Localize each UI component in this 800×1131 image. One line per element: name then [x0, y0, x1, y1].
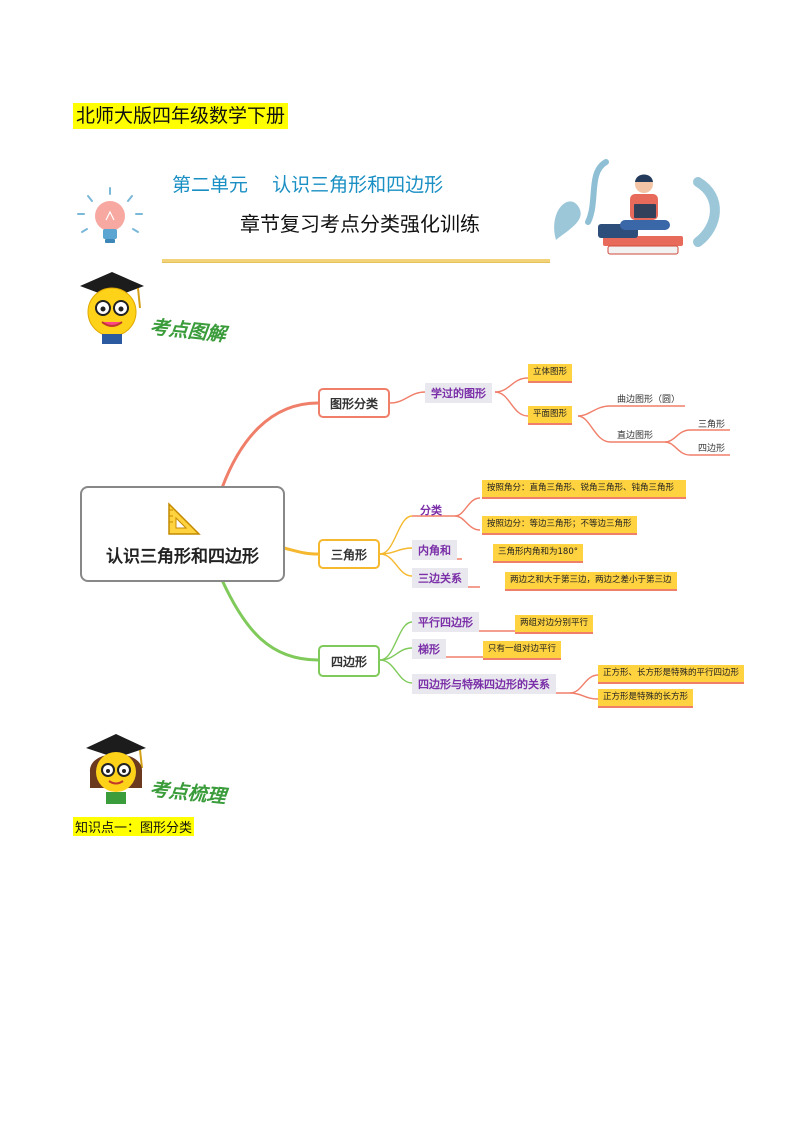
section-label-review: 考点梳理 — [148, 778, 227, 808]
branch-classify: 图形分类 — [318, 388, 390, 418]
branch-quadrilateral: 四边形 — [318, 645, 380, 677]
book-title: 北师大版四年级数学下册 — [73, 103, 289, 129]
sub-quad-relation: 四边形与特殊四边形的关系 — [412, 674, 556, 694]
plain-straight-shapes: 直边图形 — [617, 431, 654, 441]
leaf-trapezoid-def: 只有一组对边平行 — [483, 641, 562, 660]
sub-side-relation: 三边关系 — [412, 568, 468, 588]
mascot-girl-icon — [86, 734, 146, 804]
sub-trapezoid: 梯形 — [412, 639, 446, 659]
sub-angle-sum: 内角和 — [412, 540, 457, 560]
sub-title: 章节复习考点分类强化训练 — [240, 212, 480, 236]
leaf-angle-sum: 三角形内角和为180° — [493, 544, 583, 563]
mindmap-root-label: 认识三角形和四边形 — [106, 546, 259, 567]
branch-triangle: 三角形 — [318, 539, 380, 569]
leaf-side-relation: 两边之和大于第三边，两边之差小于第三边 — [505, 572, 677, 591]
set-square-icon — [167, 501, 201, 535]
leaf-parallelogram-def: 两组对边分别平行 — [515, 615, 594, 634]
leaf-by-angle: 按照角分：直角三角形、锐角三角形、钝角三角形 — [482, 480, 686, 499]
knowledge-point-title: 知识点一：图形分类 — [73, 817, 195, 836]
mascot-boy-icon — [80, 272, 144, 344]
leaf-special-parallelogram: 正方形、长方形是特殊的平行四边形 — [598, 665, 745, 684]
unit-title: 第二单元 认识三角形和四边形 — [172, 174, 444, 196]
sub-triangle-classify: 分类 — [420, 504, 442, 517]
sub-learned-shapes: 学过的图形 — [425, 383, 492, 403]
leaf-by-side: 按照边分：等边三角形；不等边三角形 — [482, 516, 637, 535]
plain-curved-shapes: 曲边图形（圆） — [617, 395, 681, 405]
mindmap-connectors — [220, 377, 730, 700]
leaf-special-rectangle: 正方形是特殊的长方形 — [598, 689, 694, 708]
leaf-plane-shapes: 平面图形 — [528, 406, 573, 425]
leaf-solid-shapes: 立体图形 — [528, 364, 573, 383]
reading-student-illustration — [554, 159, 720, 255]
sub-parallelogram: 平行四边形 — [412, 612, 479, 632]
plain-quadrilateral: 四边形 — [698, 444, 726, 454]
lightbulb-icon — [77, 187, 143, 243]
mindmap-root: 认识三角形和四边形 — [80, 486, 285, 582]
title-divider — [162, 259, 550, 263]
plain-triangle: 三角形 — [698, 420, 726, 430]
